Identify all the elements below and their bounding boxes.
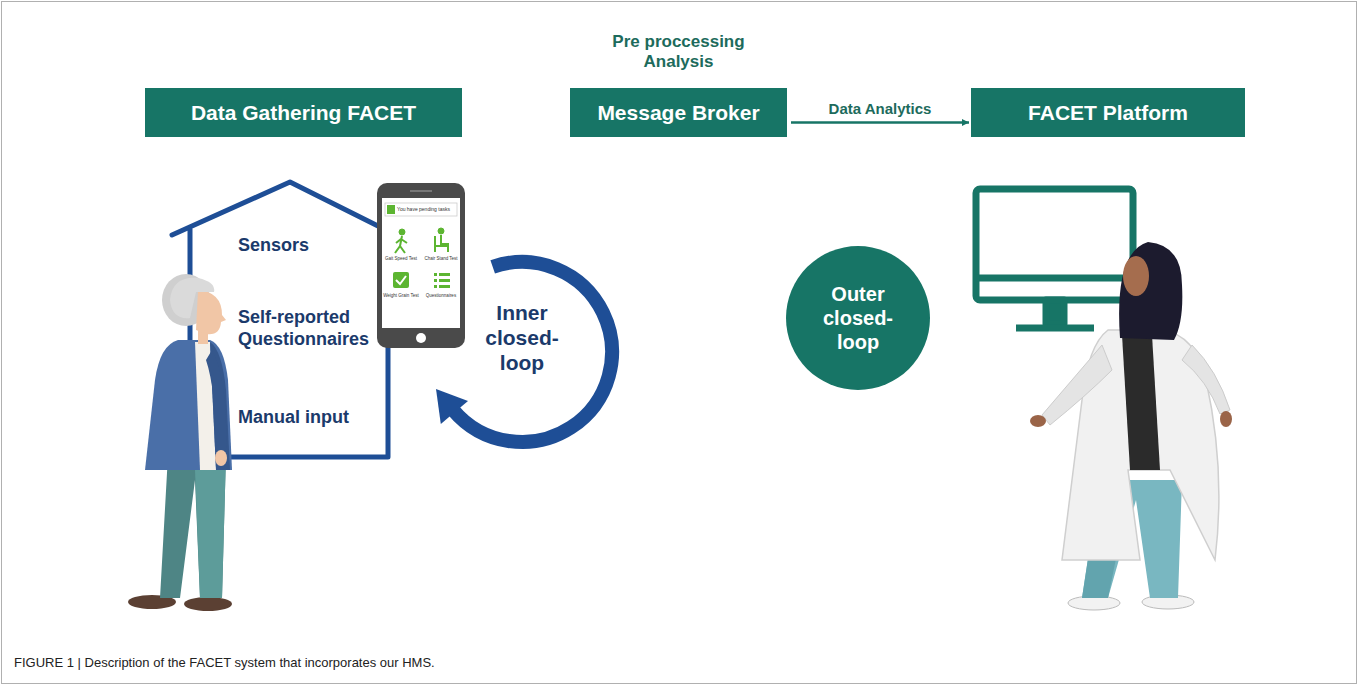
loop-circle: Outer closed-loop bbox=[786, 246, 930, 390]
flow-arrow bbox=[791, 121, 969, 124]
stage-heading: Pre proccessing Analysis bbox=[599, 32, 759, 72]
node-label: Message Broker bbox=[585, 101, 771, 125]
process-box: Data Gathering FACET bbox=[145, 88, 462, 137]
phone bbox=[377, 183, 465, 348]
figure-caption: FIGURE 1 | Description of the FACET syst… bbox=[14, 655, 435, 670]
input-label: Self-reported Questionnaires bbox=[238, 306, 378, 350]
loop-arrowhead bbox=[436, 389, 468, 424]
edge-label: Data Analytics bbox=[829, 100, 932, 117]
process-box: FACET Platform bbox=[971, 88, 1245, 137]
loop-arc bbox=[453, 262, 612, 442]
input-label: Sensors bbox=[238, 234, 378, 256]
elderly-woman bbox=[128, 274, 232, 611]
monitor bbox=[976, 189, 1133, 328]
input-label: Manual input bbox=[238, 406, 378, 428]
process-box: Pre proccessing AnalysisMessage Broker bbox=[570, 88, 787, 137]
node-label: Data Gathering FACET bbox=[179, 101, 428, 125]
loop-label: Inner closed-loop bbox=[476, 300, 568, 375]
doctor-figure bbox=[1030, 242, 1232, 610]
node-label: Outer closed-loop bbox=[810, 282, 906, 354]
node-label: FACET Platform bbox=[1016, 101, 1200, 125]
circle-fill bbox=[786, 246, 930, 390]
